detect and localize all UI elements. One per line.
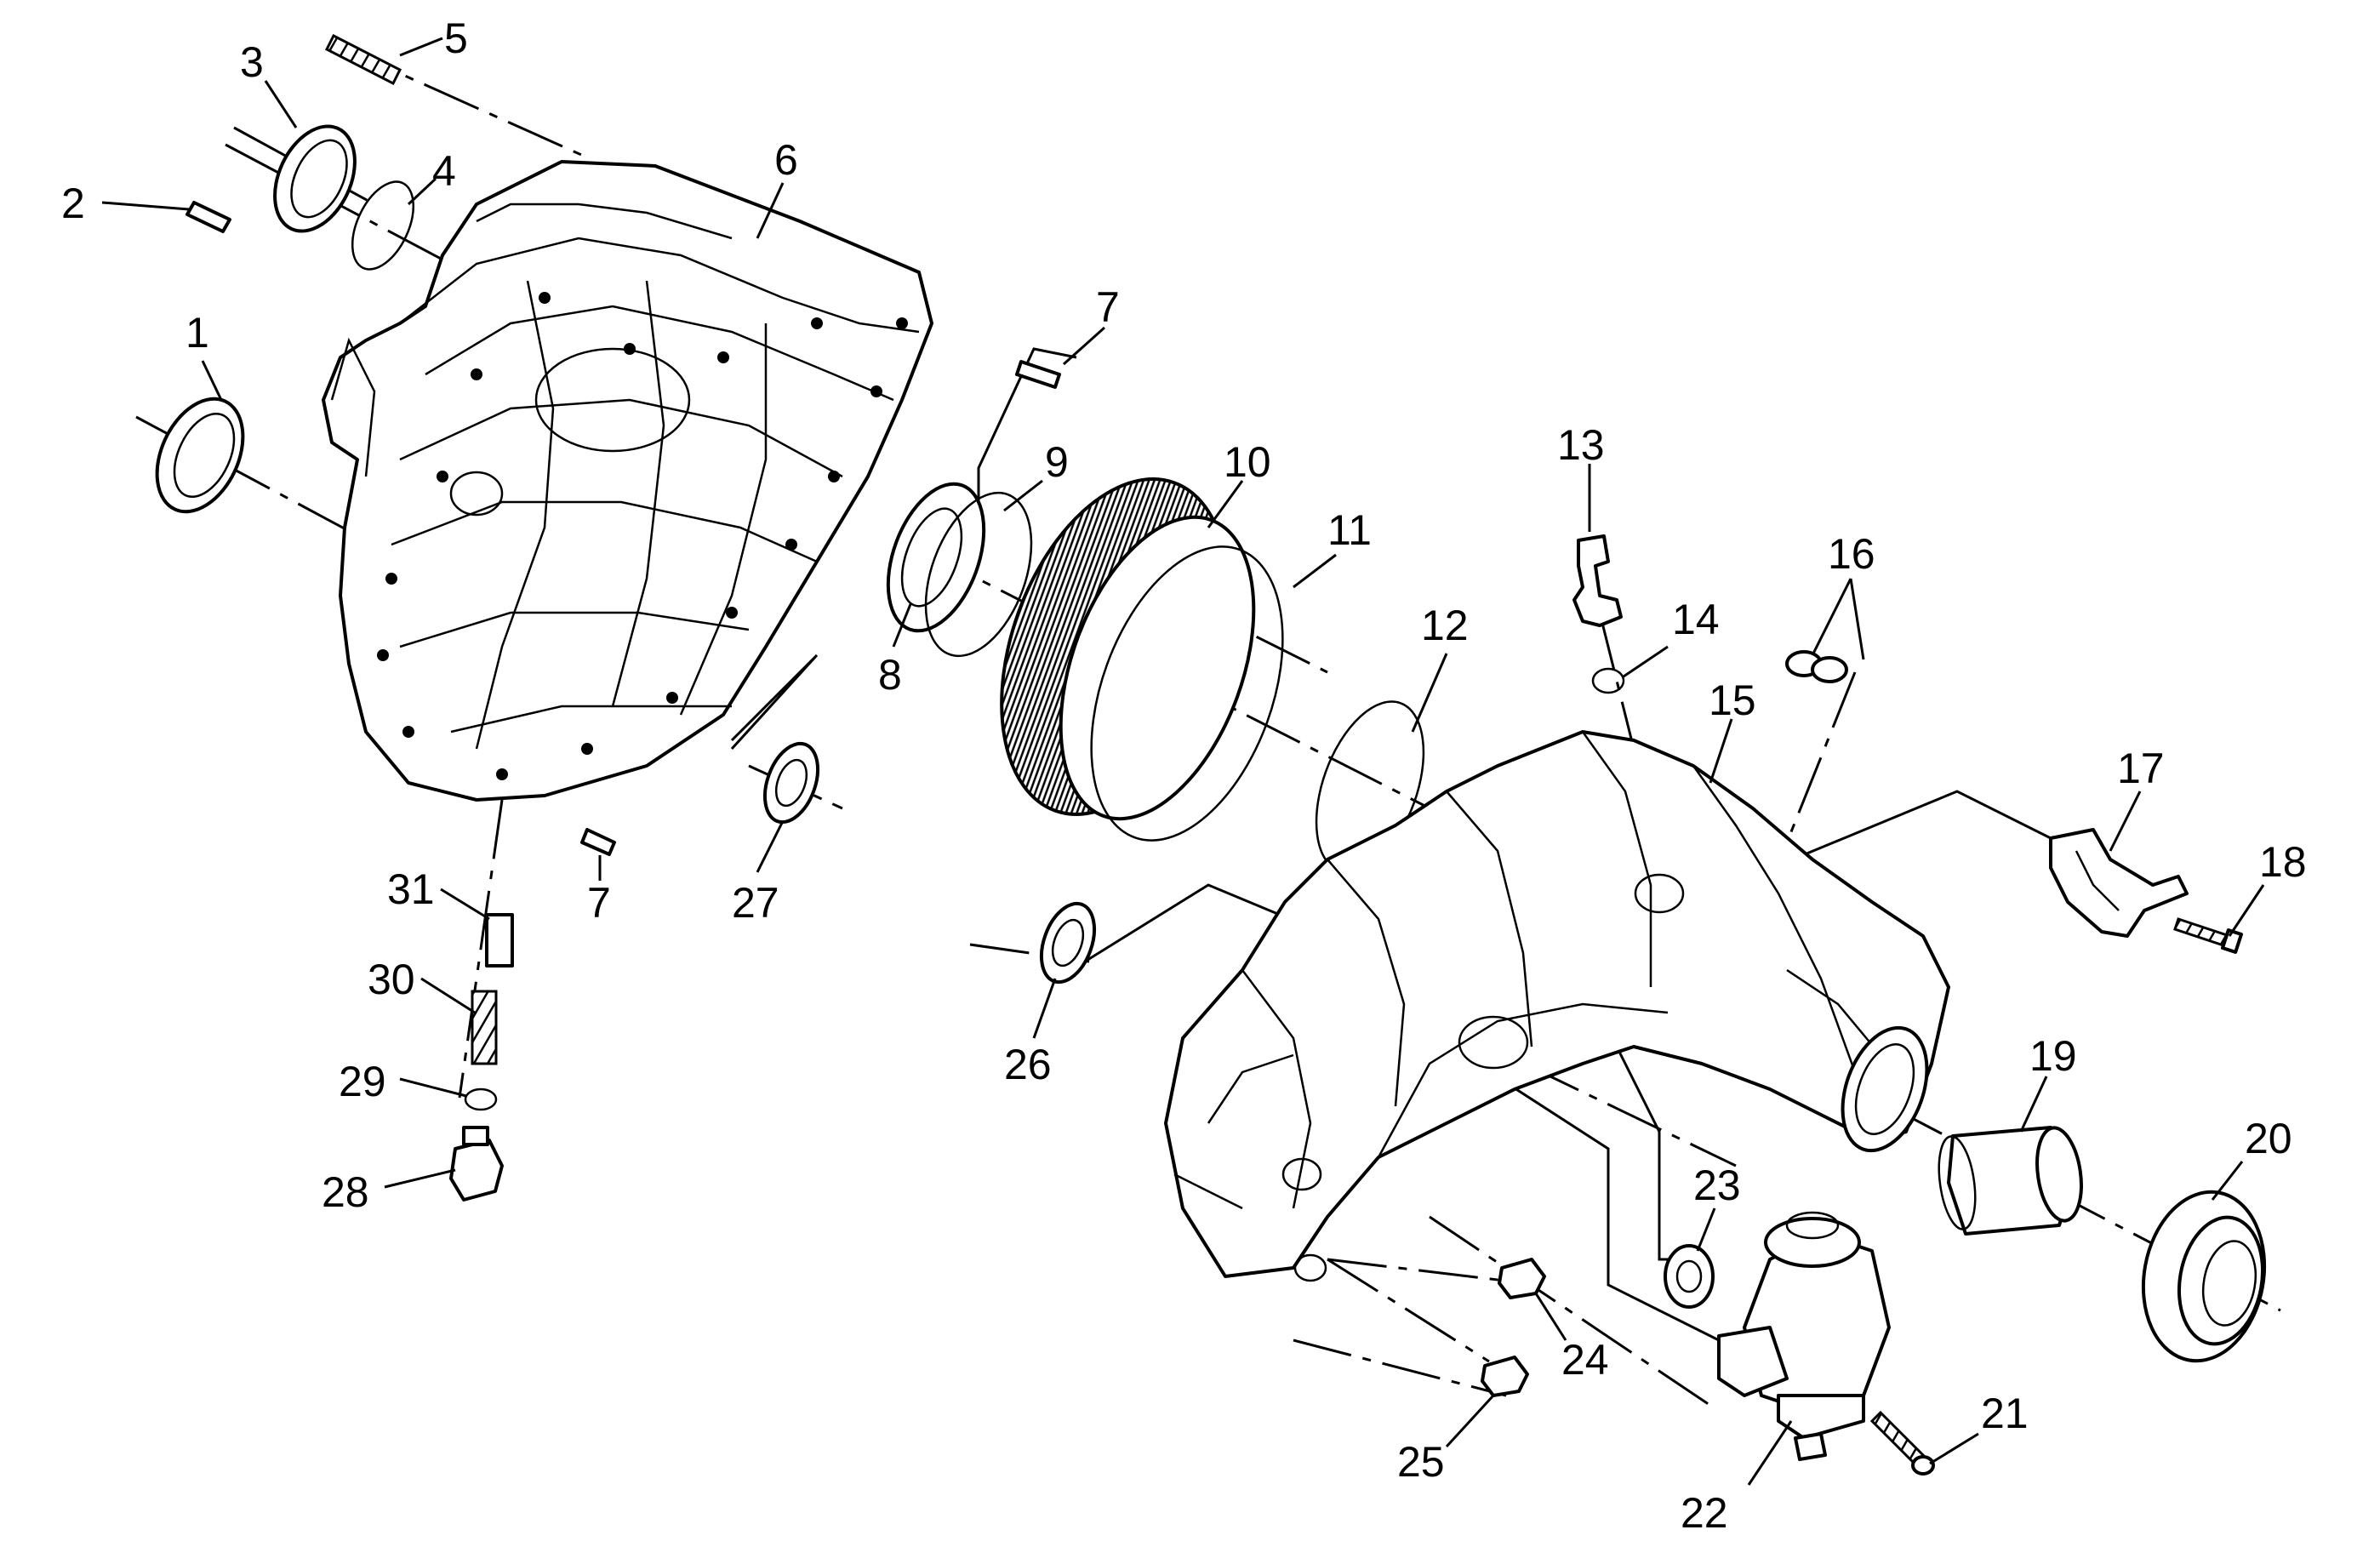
bracket-17 (2049, 828, 2189, 938)
snap-ring-9 (924, 491, 1033, 658)
callout-20: 20 (2245, 1115, 2292, 1162)
washer-23 (1664, 1244, 1715, 1309)
callout-15: 15 (1709, 676, 1756, 724)
callout-28: 28 (322, 1168, 369, 1216)
snap-ring-4 (351, 180, 415, 271)
callout-7a: 7 (1096, 283, 1120, 331)
callout-10: 10 (1224, 438, 1271, 486)
switch-13 (1572, 534, 1623, 627)
bushing-19 (1938, 1126, 2083, 1236)
callout-26: 26 (1004, 1041, 1052, 1088)
callout-27: 27 (732, 879, 779, 927)
callout-25: 25 (1397, 1438, 1445, 1486)
rear-case-half (1164, 730, 1950, 1282)
callout-7b: 7 (587, 879, 611, 927)
seal-1 (155, 397, 245, 514)
callout-labels: 1 2 3 4 5 6 7 7 8 9 10 11 12 13 14 15 16… (61, 14, 2307, 1537)
bearing-26 (1039, 901, 1097, 985)
seal-20 (2141, 1190, 2267, 1363)
callout-6: 6 (774, 136, 798, 184)
callout-4: 4 (432, 147, 456, 195)
leader-lines (101, 37, 2265, 1486)
callout-24: 24 (1561, 1336, 1609, 1384)
bolt-5 (324, 33, 402, 86)
bolt-18 (2173, 917, 2244, 954)
callout-14: 14 (1672, 596, 1720, 643)
callout-19: 19 (2029, 1032, 2077, 1080)
callout-2: 2 (61, 180, 85, 227)
callout-13: 13 (1557, 421, 1605, 469)
shift-motor-22 (1717, 1211, 1891, 1461)
pin-31 (485, 913, 514, 968)
front-case-half (322, 160, 933, 802)
callout-31: 31 (387, 865, 435, 913)
washer-29 (464, 1087, 498, 1111)
callout-16: 16 (1828, 530, 1875, 578)
callout-29: 29 (339, 1058, 386, 1105)
callout-30: 30 (368, 956, 415, 1003)
callout-21: 21 (1981, 1390, 2029, 1437)
callout-5: 5 (444, 14, 468, 62)
dowel-7-upper (1015, 360, 1061, 389)
bolts-16 (1785, 650, 1848, 683)
callout-8: 8 (878, 651, 902, 699)
dowel-7-lower (580, 828, 616, 856)
spring-30 (471, 990, 498, 1065)
callout-1: 1 (185, 309, 209, 357)
bearing-27 (762, 741, 820, 825)
callout-3: 3 (240, 38, 264, 86)
callout-22: 22 (1681, 1489, 1728, 1537)
bolt-21 (1869, 1410, 1935, 1476)
seal-3 (273, 124, 357, 233)
snap-ring-11 (1090, 545, 1284, 842)
callout-9: 9 (1045, 438, 1069, 486)
callout-12: 12 (1421, 602, 1469, 649)
plug-24 (1498, 1258, 1546, 1299)
callout-23: 23 (1693, 1162, 1741, 1209)
plug-25 (1481, 1356, 1529, 1397)
callout-17: 17 (2117, 745, 2165, 792)
callout-18: 18 (2259, 838, 2307, 886)
dowel-2 (185, 201, 231, 233)
o-ring-14 (1591, 667, 1625, 694)
plug-28 (449, 1126, 504, 1202)
callout-11: 11 (1327, 506, 1372, 554)
